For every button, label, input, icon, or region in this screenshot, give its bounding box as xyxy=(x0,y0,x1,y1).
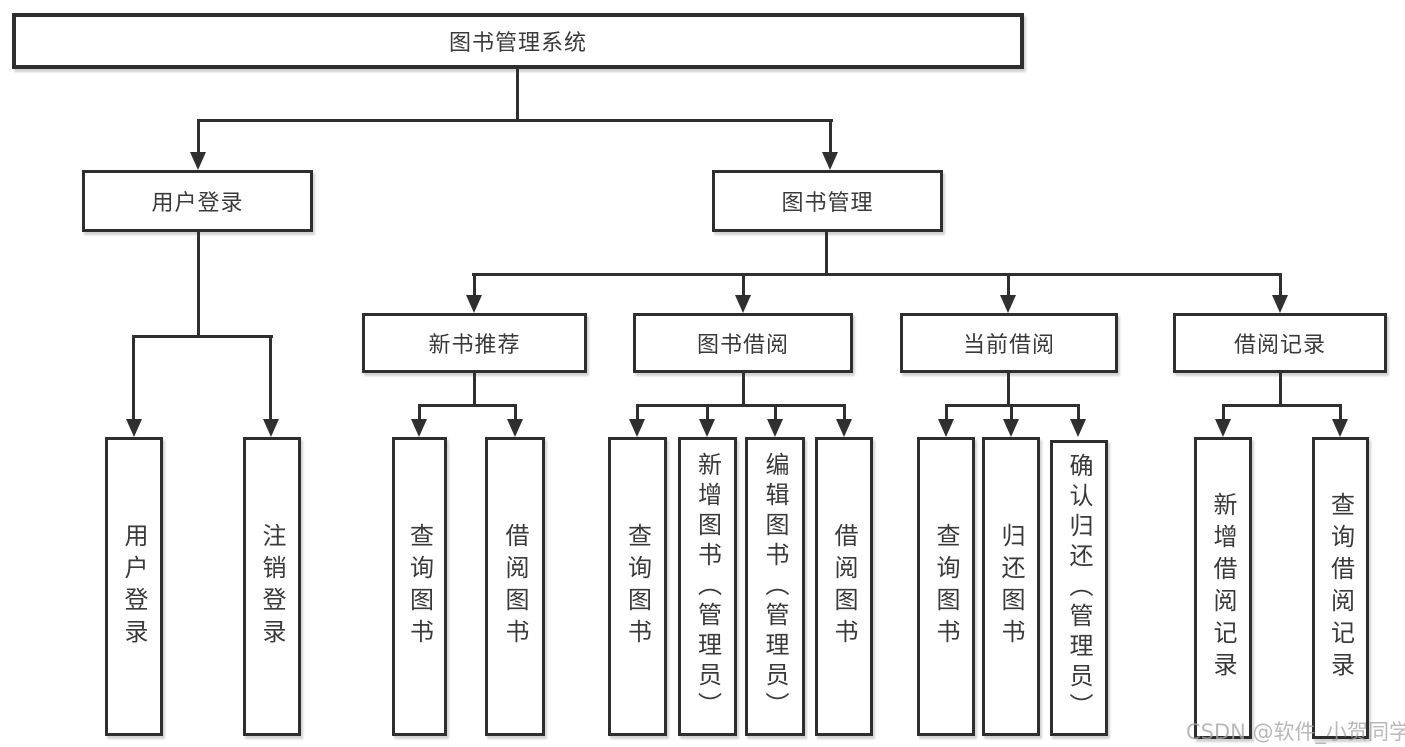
connector-drop-leaf-logout xyxy=(269,335,272,420)
arrow-down-icon xyxy=(1272,295,1288,313)
leaf-query-books-borrowing: 查询图书 xyxy=(608,437,667,736)
arrow-down-icon xyxy=(126,419,142,437)
leaf-return-books-label: 归还图书 xyxy=(997,522,1025,651)
connector-drop xyxy=(843,404,846,420)
leaf-query-books-current-label: 查询图书 xyxy=(932,522,960,651)
leaf-query-books-recommend: 查询图书 xyxy=(392,437,447,736)
leaf-borrow-books-borrowing-label: 借阅图书 xyxy=(830,522,858,651)
connector-level3-hline xyxy=(472,273,1281,276)
arrow-down-icon xyxy=(1000,295,1016,313)
connector-level2-hline xyxy=(197,119,833,122)
connector-user-login-stem xyxy=(197,232,200,337)
leaf-query-books-borrowing-label: 查询图书 xyxy=(623,522,652,651)
node-user-login: 用户登录 xyxy=(82,170,313,232)
leaf-confirm-return-admin: 确认归还（管理员） xyxy=(1050,440,1108,736)
arrow-down-icon xyxy=(836,419,852,437)
node-current-borrowing-label: 当前借阅 xyxy=(962,333,1055,358)
leaf-user-login-label: 用户登录 xyxy=(120,522,148,651)
node-system-root: 图书管理系统 xyxy=(12,13,1024,69)
connector-borrowing-records-stem xyxy=(1279,373,1282,406)
connector-drop xyxy=(706,404,709,420)
leaf-borrow-books-recommend: 借阅图书 xyxy=(485,437,545,736)
leaf-edit-books-admin: 编辑图书（管理员） xyxy=(745,437,805,736)
node-borrowing-records: 借阅记录 xyxy=(1173,313,1387,373)
node-book-borrowing: 图书借阅 xyxy=(633,313,853,373)
node-new-book-recommend: 新书推荐 xyxy=(362,313,587,373)
connector-drop xyxy=(1077,404,1080,420)
leaf-edit-books-admin-label: 编辑图书（管理员） xyxy=(761,451,789,722)
leaf-logout-login: 注销登录 xyxy=(243,437,301,736)
connector-drop-borrowing-records xyxy=(1279,273,1282,296)
connector-book-borrowing-stem xyxy=(742,373,745,406)
arrow-down-icon xyxy=(735,295,751,313)
leaf-return-books: 归还图书 xyxy=(982,437,1040,736)
arrow-down-icon xyxy=(822,152,838,170)
connector-current-borrowing-stem xyxy=(1007,373,1010,406)
connector-drop xyxy=(418,404,421,420)
leaf-confirm-return-admin-label: 确认归还（管理员） xyxy=(1065,453,1093,723)
leaf-query-books-current: 查询图书 xyxy=(917,437,975,736)
arrow-down-icon xyxy=(1070,419,1086,437)
arrow-down-icon xyxy=(1003,419,1019,437)
connector-user-login-hline xyxy=(132,335,273,338)
connector-drop-leaf-user-login xyxy=(132,335,135,420)
connector-drop xyxy=(945,404,948,420)
connector-drop xyxy=(1010,404,1013,420)
leaf-logout-login-label: 注销登录 xyxy=(258,522,286,651)
leaf-add-books-admin-label: 新增图书（管理员） xyxy=(693,451,722,722)
arrow-down-icon xyxy=(190,152,206,170)
connector-book-management-stem xyxy=(825,232,828,275)
arrow-down-icon xyxy=(507,419,523,437)
node-book-management: 图书管理 xyxy=(712,170,943,232)
arrow-down-icon xyxy=(1215,419,1231,437)
connector-book-borrowing-hline xyxy=(636,404,845,407)
connector-new-book-stem xyxy=(473,373,476,406)
connector-drop xyxy=(774,404,777,420)
arrow-down-icon xyxy=(938,419,954,437)
connector-drop xyxy=(1339,404,1342,420)
connector-drop xyxy=(1222,404,1225,420)
leaf-query-borrow-record-label: 查询借阅记录 xyxy=(1326,492,1355,684)
connector-root-stem xyxy=(516,69,519,121)
leaf-borrow-books-borrowing: 借阅图书 xyxy=(815,437,873,736)
leaf-add-books-admin: 新增图书（管理员） xyxy=(678,437,737,736)
arrow-down-icon xyxy=(263,419,279,437)
leaf-user-login: 用户登录 xyxy=(105,437,163,736)
arrow-down-icon xyxy=(629,419,645,437)
arrow-down-icon xyxy=(466,295,482,313)
connector-drop-user-login xyxy=(197,119,200,153)
connector-borrowing-records-hline xyxy=(1222,404,1342,407)
leaf-query-books-recommend-label: 查询图书 xyxy=(405,522,434,651)
leaf-borrow-books-recommend-label: 借阅图书 xyxy=(501,522,529,651)
connector-drop-current-borrowing xyxy=(1007,273,1010,296)
arrow-down-icon xyxy=(767,419,783,437)
node-user-login-label: 用户登录 xyxy=(151,191,244,216)
connector-drop-book-management xyxy=(829,119,832,153)
node-book-management-label: 图书管理 xyxy=(781,191,874,216)
leaf-add-borrow-record: 新增借阅记录 xyxy=(1194,437,1252,739)
connector-drop-new-book xyxy=(473,273,476,296)
node-borrowing-records-label: 借阅记录 xyxy=(1233,333,1326,358)
connector-new-book-hline xyxy=(418,404,517,407)
connector-drop xyxy=(514,404,517,420)
leaf-query-borrow-record: 查询借阅记录 xyxy=(1312,437,1369,739)
arrow-down-icon xyxy=(411,419,427,437)
arrow-down-icon xyxy=(1332,419,1348,437)
connector-drop-book-borrowing xyxy=(742,273,745,296)
connector-drop xyxy=(636,404,639,420)
node-current-borrowing: 当前借阅 xyxy=(900,313,1118,373)
csdn-watermark: CSDN @软件_小贺同学 xyxy=(1186,720,1405,744)
leaf-add-borrow-record-label: 新增借阅记录 xyxy=(1209,492,1237,684)
node-new-book-recommend-label: 新书推荐 xyxy=(428,333,521,358)
node-book-borrowing-label: 图书借阅 xyxy=(696,333,789,358)
arrow-down-icon xyxy=(699,419,715,437)
node-system-root-label: 图书管理系统 xyxy=(448,31,587,56)
